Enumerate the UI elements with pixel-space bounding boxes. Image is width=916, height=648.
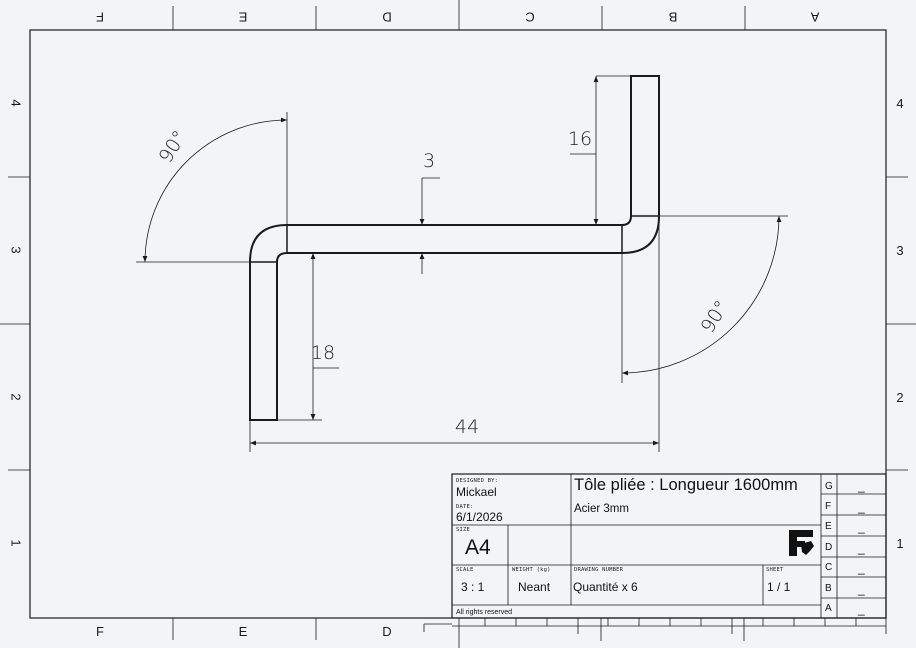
revision-letter: B bbox=[825, 583, 832, 594]
zone-label: B bbox=[669, 10, 678, 25]
drawing-subtitle: Acier 3mm bbox=[574, 503, 629, 515]
angle-text-right: 90° bbox=[697, 297, 734, 337]
revision-value: _ bbox=[857, 561, 865, 575]
dimension-text-16: 16 bbox=[568, 128, 592, 150]
sheet-value: 1 / 1 bbox=[767, 580, 791, 594]
title-block: DESIGNED BY: Mickael DATE: 6/1/2026 Tôle… bbox=[451, 473, 887, 648]
revision-letter: A bbox=[825, 603, 832, 614]
designed-by-label: DESIGNED BY: bbox=[456, 478, 498, 484]
freecad-logo-icon bbox=[789, 530, 814, 556]
revision-list: G _ F _ E _ D _ C _ B _ A _ bbox=[825, 479, 865, 616]
zone-label: C bbox=[525, 10, 534, 25]
zone-label: 1 bbox=[9, 539, 24, 546]
angle-text-left: 90° bbox=[155, 127, 192, 167]
zone-label: F bbox=[96, 624, 104, 639]
zone-label: 3 bbox=[896, 243, 903, 258]
zone-labels-left: 4 3 2 1 bbox=[9, 99, 24, 546]
dimension-text-18: 18 bbox=[311, 342, 335, 364]
zone-label: E bbox=[238, 10, 247, 25]
rights-text: All rights reserved bbox=[456, 609, 512, 616]
zone-label: 1 bbox=[896, 536, 903, 551]
zone-label: D bbox=[382, 624, 391, 639]
bottom-ruler bbox=[452, 618, 887, 648]
zone-labels-top: F E D C B A bbox=[96, 10, 819, 25]
zone-label: F bbox=[96, 10, 104, 25]
zone-labels-bottom: F E D bbox=[96, 624, 392, 639]
date-value: 6/1/2026 bbox=[456, 510, 503, 524]
zone-label: 2 bbox=[896, 390, 903, 405]
revision-value: _ bbox=[857, 602, 865, 616]
date-label: DATE: bbox=[456, 504, 474, 510]
revision-value: _ bbox=[857, 541, 865, 555]
drawing-title: Tôle pliée : Longueur 1600mm bbox=[574, 476, 798, 494]
drawing-number-label: DRAWING NUMBER bbox=[574, 567, 624, 573]
revision-value: _ bbox=[857, 500, 865, 514]
dimension-text-44: 44 bbox=[455, 416, 479, 438]
angle-dimension-right bbox=[621, 215, 788, 383]
zone-label: 3 bbox=[9, 246, 24, 253]
designed-by-value: Mickael bbox=[456, 485, 497, 499]
revision-value: _ bbox=[857, 520, 865, 534]
zone-label: 4 bbox=[896, 96, 903, 111]
zone-label: 4 bbox=[9, 99, 24, 106]
size-label: SIZE bbox=[456, 527, 470, 533]
sheet-label: SHEET bbox=[766, 567, 784, 573]
drawing-number-value: Quantité x 6 bbox=[573, 580, 638, 594]
revision-letter: D bbox=[825, 542, 832, 553]
revision-letter: F bbox=[825, 501, 831, 512]
zone-label: D bbox=[382, 10, 391, 25]
weight-label: WEIGHT (kg) bbox=[512, 567, 551, 573]
dimension-text-3: 3 bbox=[423, 150, 435, 172]
zone-label: A bbox=[810, 10, 819, 25]
scale-value: 3 : 1 bbox=[461, 580, 485, 594]
scale-label: SCALE bbox=[456, 567, 474, 573]
size-value: A4 bbox=[465, 536, 491, 559]
revision-value: _ bbox=[857, 479, 865, 493]
dimension-thickness bbox=[419, 177, 440, 274]
revision-value: _ bbox=[857, 582, 865, 596]
revision-letter: E bbox=[825, 521, 832, 532]
angle-dimension-left bbox=[136, 112, 288, 263]
revision-letter: G bbox=[825, 481, 833, 492]
zone-label: E bbox=[239, 624, 248, 639]
zone-labels-right: 4 3 2 1 bbox=[896, 96, 903, 551]
zone-label: 2 bbox=[9, 393, 24, 400]
dimension-left-flange bbox=[277, 253, 339, 421]
dimension-right-flange bbox=[570, 75, 631, 225]
revision-letter: C bbox=[825, 562, 832, 573]
weight-value: Neant bbox=[518, 580, 551, 594]
bent-sheet-profile bbox=[249, 75, 660, 421]
